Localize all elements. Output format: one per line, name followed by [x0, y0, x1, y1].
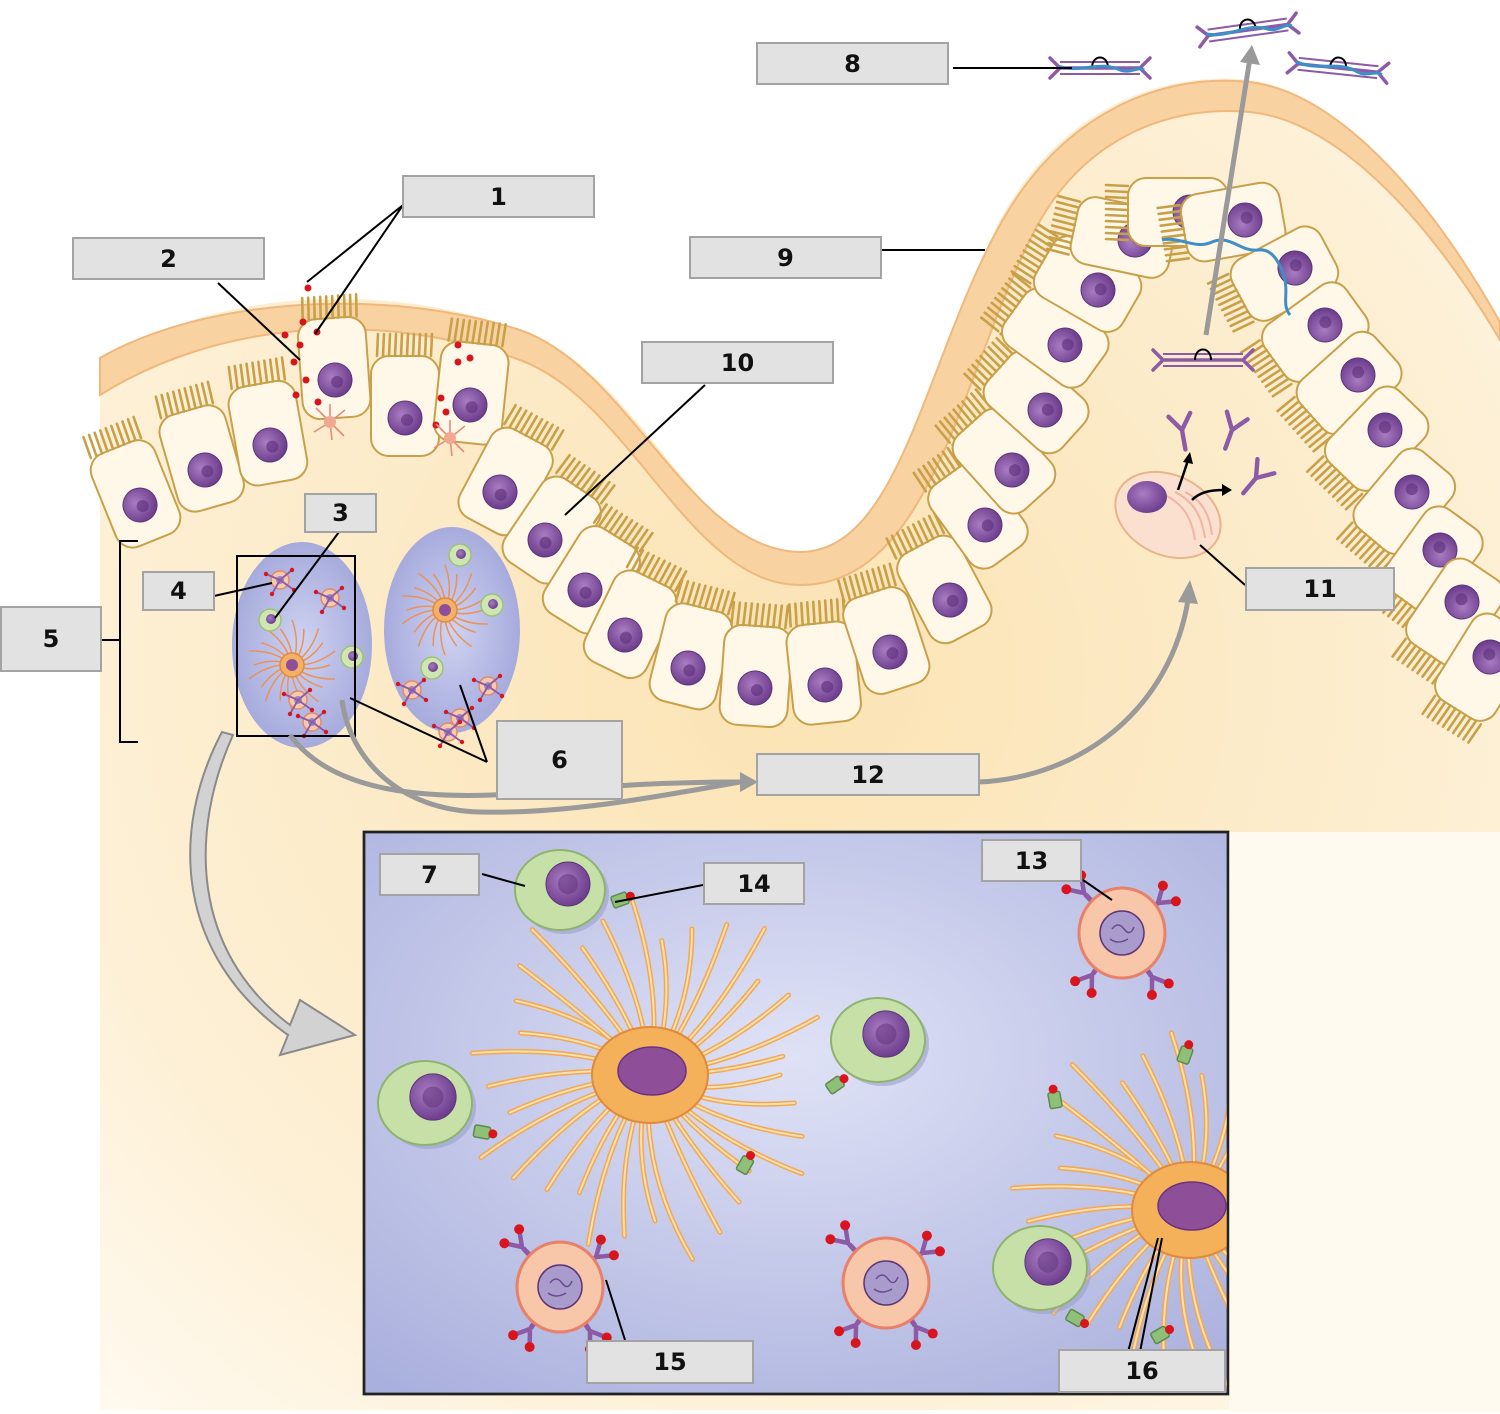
dimeric-iga-icon [1048, 56, 1152, 80]
plasma-cell-icon [1061, 870, 1181, 1000]
label-box-9[interactable]: 9 [689, 236, 882, 279]
epithelial-cell-icon [648, 578, 736, 711]
epithelium [82, 177, 1500, 744]
antibody-icon [1223, 409, 1250, 451]
epithelial-cell-icon [82, 415, 182, 549]
epithelial-cell-icon [934, 388, 1057, 515]
epithelial-cell-icon [1305, 385, 1430, 511]
antibody-icon [1166, 410, 1193, 452]
receptor-antigen-icon [1047, 1084, 1063, 1110]
label-box-3[interactable]: 3 [304, 493, 377, 533]
plasma-cell-icon [395, 677, 429, 707]
plasma-cell-icon [431, 719, 465, 749]
epithelial-cell-icon [837, 562, 931, 695]
label-box-12[interactable]: 12 [756, 753, 980, 796]
dimeric-iga-icon [1151, 348, 1255, 372]
epithelial-cell-icon [582, 546, 688, 679]
arrowhead-icon [740, 772, 758, 792]
m-cell-dc-icon [444, 432, 456, 444]
dendritic-cell-icon [401, 564, 489, 656]
plasma-cell-icon [313, 585, 347, 615]
receptor-antigen-icon [825, 1074, 849, 1095]
zoom-arrow-icon [189, 730, 358, 1057]
epithelial-cell-icon [979, 272, 1110, 389]
label-box-8[interactable]: 8 [756, 42, 949, 85]
b-cell-icon [514, 849, 609, 934]
epithelial-cell-icon [1421, 612, 1500, 744]
receptor-antigen-icon [1150, 1325, 1175, 1345]
label-box-5[interactable]: 5 [0, 606, 102, 672]
dimeric-iga-icon [1195, 11, 1301, 49]
plasma-cell-icon [471, 673, 505, 703]
plasma-cell-icon [281, 687, 315, 717]
inset-content [362, 830, 1500, 1412]
epithelial-cell-icon [154, 380, 245, 513]
b-cell-icon [992, 1225, 1091, 1314]
epithelial-cell-icon [227, 356, 309, 487]
label-box-1[interactable]: 1 [402, 175, 595, 218]
label-box-6[interactable]: 6 [496, 720, 623, 800]
plasma-cell-secreting [1114, 452, 1232, 560]
epithelial-cell-icon [1276, 330, 1403, 453]
plasma-cell-icon [263, 567, 297, 597]
free-antibodies [1166, 409, 1277, 496]
epithelial-cell-icon [370, 332, 440, 457]
receptor-antigen-icon [1065, 1308, 1090, 1328]
mucus-layer [99, 79, 1500, 587]
label-box-4[interactable]: 4 [142, 571, 215, 611]
label-box-10[interactable]: 10 [641, 341, 834, 384]
leader-lines [213, 67, 1246, 763]
receptor-antigen-icon [1176, 1040, 1194, 1065]
epithelial-cell-icon [541, 503, 654, 635]
antibody-icon [1241, 456, 1277, 496]
dimeric-iga-icon [1285, 51, 1391, 85]
plasma-cell-icon [825, 1220, 945, 1350]
label-box-11[interactable]: 11 [1245, 567, 1395, 611]
receptor-antigen-icon [472, 1124, 498, 1140]
label-box-15[interactable]: 15 [586, 1340, 754, 1384]
b-cell-icon [830, 997, 929, 1086]
zoom-box [236, 555, 356, 737]
m-cell-dendritic [313, 404, 466, 457]
label-box-2[interactable]: 2 [72, 237, 265, 280]
arrowhead-icon [1240, 45, 1260, 65]
epithelial-cell-icon [296, 293, 372, 421]
receptor-antigen-icon [735, 1150, 755, 1175]
epithelial-cell-icon [1156, 181, 1287, 263]
plasma-cell-icon [295, 709, 329, 739]
arrowhead-icon [1178, 580, 1198, 604]
inset-leader-lines [481, 873, 1163, 1353]
m-cell-dc-icon [324, 416, 336, 428]
label-box-7[interactable]: 7 [379, 853, 480, 896]
label-box-14[interactable]: 14 [703, 862, 805, 905]
epithelial-cell-icon [1239, 281, 1370, 398]
tight-junction-line [1161, 237, 1292, 316]
secretory-iga [1048, 11, 1391, 372]
follicle-bracket [101, 540, 138, 743]
epithelial-cell-icon [785, 597, 863, 726]
b-cell-icon [377, 1060, 476, 1149]
epithelial-cell-icon [885, 511, 993, 645]
epithelial-cell-icon [432, 317, 510, 446]
label-box-13[interactable]: 13 [981, 839, 1082, 882]
follicle-cells [248, 543, 505, 749]
dendritic-cell-icon [469, 895, 820, 1262]
label-box-16[interactable]: 16 [1058, 1349, 1226, 1393]
